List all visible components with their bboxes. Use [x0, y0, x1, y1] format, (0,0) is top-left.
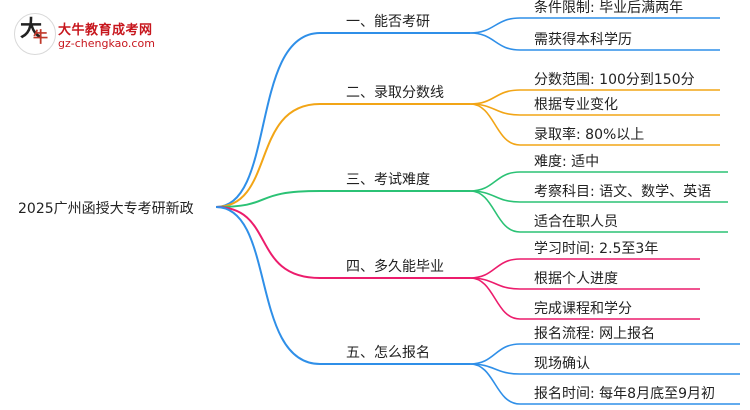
leaf-topic: 报名时间: 每年8月底至9月初: [534, 386, 715, 402]
branch-topic: 一、能否考研: [346, 14, 430, 30]
leaf-topic: 需获得本科学历: [534, 32, 632, 48]
ox-logo-icon: 大牛: [14, 13, 56, 55]
leaf-topic: 难度: 适中: [534, 154, 600, 170]
leaf-topic: 考察科目: 语文、数学、英语: [534, 184, 712, 200]
leaf-topic: 根据专业变化: [534, 97, 618, 113]
branch-topic: 四、多久能毕业: [346, 259, 444, 275]
leaf-topic: 完成课程和学分: [534, 301, 632, 317]
leaf-topic: 现场确认: [534, 356, 590, 372]
branch-topic: 五、怎么报名: [346, 345, 430, 361]
branch-to-leaf-connector: [469, 277, 521, 320]
root-to-branch-connector: [215, 206, 321, 279]
root-topic: 2025广州函授大专考研新政: [18, 201, 194, 217]
root-to-branch-connector: [215, 190, 321, 208]
branch-to-leaf-connector: [469, 17, 521, 34]
root-to-branch-connector: [215, 206, 321, 365]
branch-to-leaf-connector: [469, 258, 521, 279]
branch-to-leaf-connector: [469, 103, 521, 146]
leaf-topic: 录取率: 80%以上: [534, 127, 645, 143]
leaf-topic: 报名流程: 网上报名: [534, 326, 656, 342]
branch-to-leaf-connector: [469, 89, 521, 105]
leaf-topic: 根据个人进度: [534, 271, 618, 287]
branch-to-leaf-connector: [469, 32, 521, 51]
site-logo: 大牛 大牛教育成考网 gz-chengkao.com: [14, 13, 164, 55]
leaf-topic: 条件限制: 毕业后满两年: [534, 0, 684, 16]
branch-to-leaf-connector: [469, 190, 521, 233]
branch-to-leaf-connector: [469, 363, 521, 405]
logo-title: 大牛教育成考网: [58, 23, 153, 38]
branch-topic: 二、录取分数线: [346, 85, 444, 101]
root-to-branch-connector: [215, 32, 321, 208]
branch-topic: 三、考试难度: [346, 172, 430, 188]
leaf-topic: 适合在职人员: [534, 214, 618, 230]
branch-to-leaf-connector: [469, 171, 521, 192]
branch-to-leaf-connector: [469, 343, 521, 365]
logo-url: gz-chengkao.com: [58, 37, 155, 50]
root-to-branch-connector: [215, 103, 321, 208]
leaf-topic: 学习时间: 2.5至3年: [534, 241, 659, 257]
leaf-topic: 分数范围: 100分到150分: [534, 72, 695, 88]
